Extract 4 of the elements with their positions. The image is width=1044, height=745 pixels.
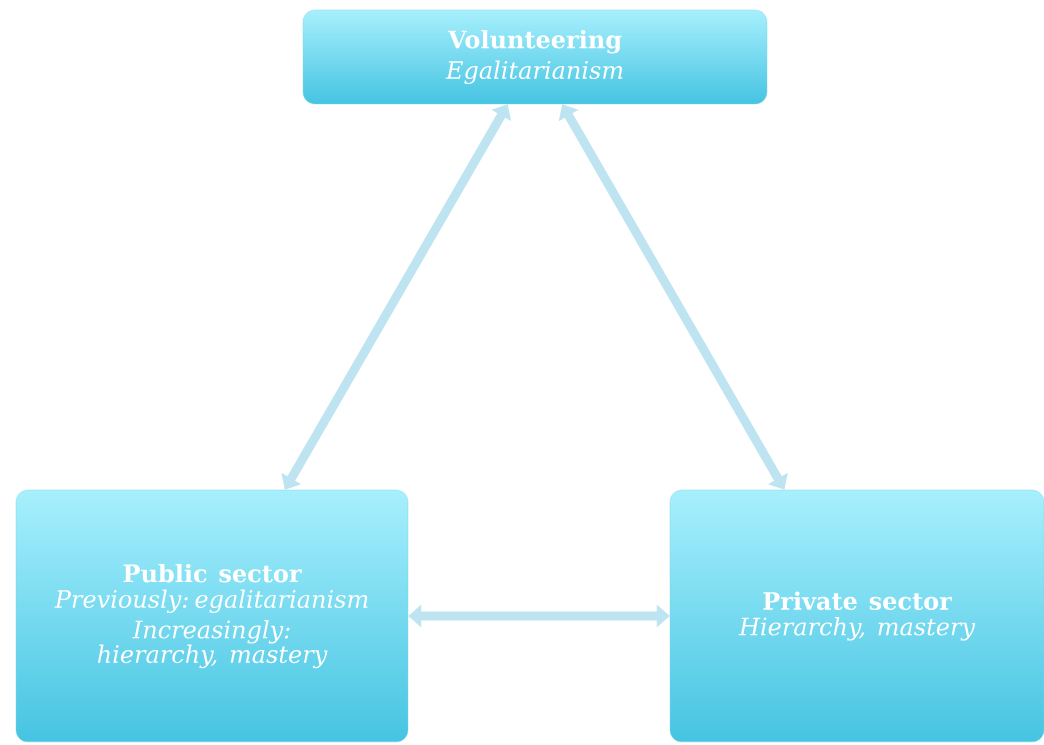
- double-arrow: [558, 104, 788, 490]
- sector-box: Volunteering Egalitarianism: [302, 9, 768, 105]
- sector-box: Private sector Hierarchy, mastery: [669, 489, 1044, 743]
- sector-box: Public sector Previously: egalitarianism Increasingly: hierarchy, mastery: [15, 489, 409, 743]
